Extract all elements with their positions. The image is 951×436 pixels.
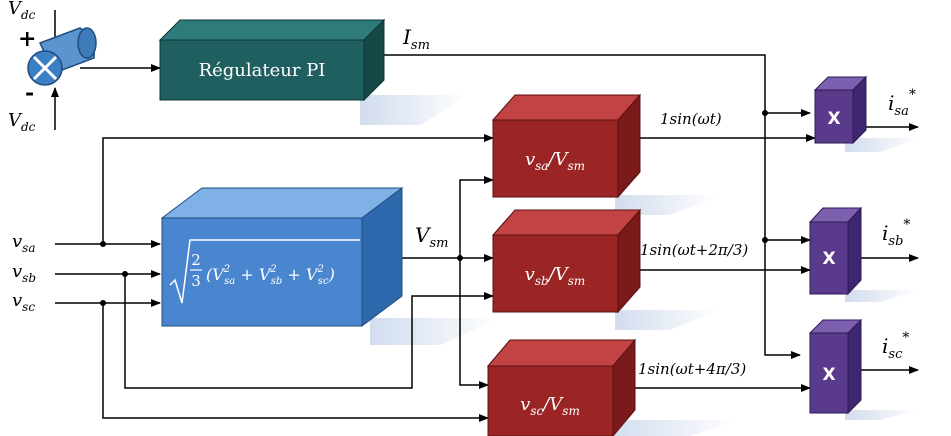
- vsc-input-label: vsc: [12, 290, 35, 314]
- divider-b-label: vsb/Vsm: [525, 264, 586, 288]
- vsa-input-label: vsa: [12, 231, 35, 255]
- wires: [51, 10, 919, 422]
- multiplier-a: [813, 75, 868, 145]
- mul3-shadow: [845, 410, 920, 420]
- multiplier-c-symbol: X: [822, 365, 835, 385]
- divider-c-output-label: 1sin(ωt+4π/3): [638, 360, 746, 378]
- rms-shadow: [370, 318, 500, 345]
- divider-a-label: vsa/Vsm: [525, 149, 585, 173]
- divider-c-label: vsc/Vsm: [520, 394, 580, 418]
- plus-sign: +: [18, 26, 36, 52]
- minus-sign: -: [25, 80, 34, 106]
- svg-text:2: 2: [191, 251, 201, 269]
- divider-a-output-label: 1sin(ωt): [660, 110, 722, 128]
- divider-block-a: [491, 93, 642, 199]
- vdc-top-label: Vdc: [8, 0, 36, 22]
- ism-label: Ism: [402, 25, 430, 53]
- isb-output-label: isb*: [882, 217, 910, 249]
- junction-dots: [100, 110, 768, 306]
- svg-text:3: 3: [191, 272, 201, 290]
- div2-shadow: [615, 310, 720, 330]
- div3-shadow: [610, 420, 740, 436]
- multiplier-b-symbol: X: [822, 249, 835, 269]
- multiplier-c: [808, 318, 863, 415]
- divider-block-c: [486, 338, 637, 436]
- mul2-shadow: [845, 290, 920, 302]
- divider-block-b: [491, 208, 642, 314]
- vsb-input-label: vsb: [12, 261, 36, 285]
- divider-b-output-label: 1sin(ωt+2π/3): [640, 241, 748, 259]
- vsm-label: Vsm: [415, 223, 448, 251]
- summer-block: [27, 27, 97, 86]
- pi-regulator-block: [158, 18, 386, 102]
- mul1-shadow: [845, 138, 920, 152]
- multiplier-b: [808, 206, 863, 296]
- multiplier-a-symbol: X: [827, 109, 840, 129]
- isc-output-label: isc*: [882, 330, 909, 362]
- pi-regulator-label: Régulateur PI: [199, 60, 326, 81]
- pi-shadow: [360, 95, 470, 125]
- rms-calc-block: [160, 187, 404, 327]
- div1-shadow: [615, 195, 720, 215]
- isa-output-label: isa*: [888, 87, 916, 119]
- vdc-bottom-label: Vdc: [8, 110, 36, 134]
